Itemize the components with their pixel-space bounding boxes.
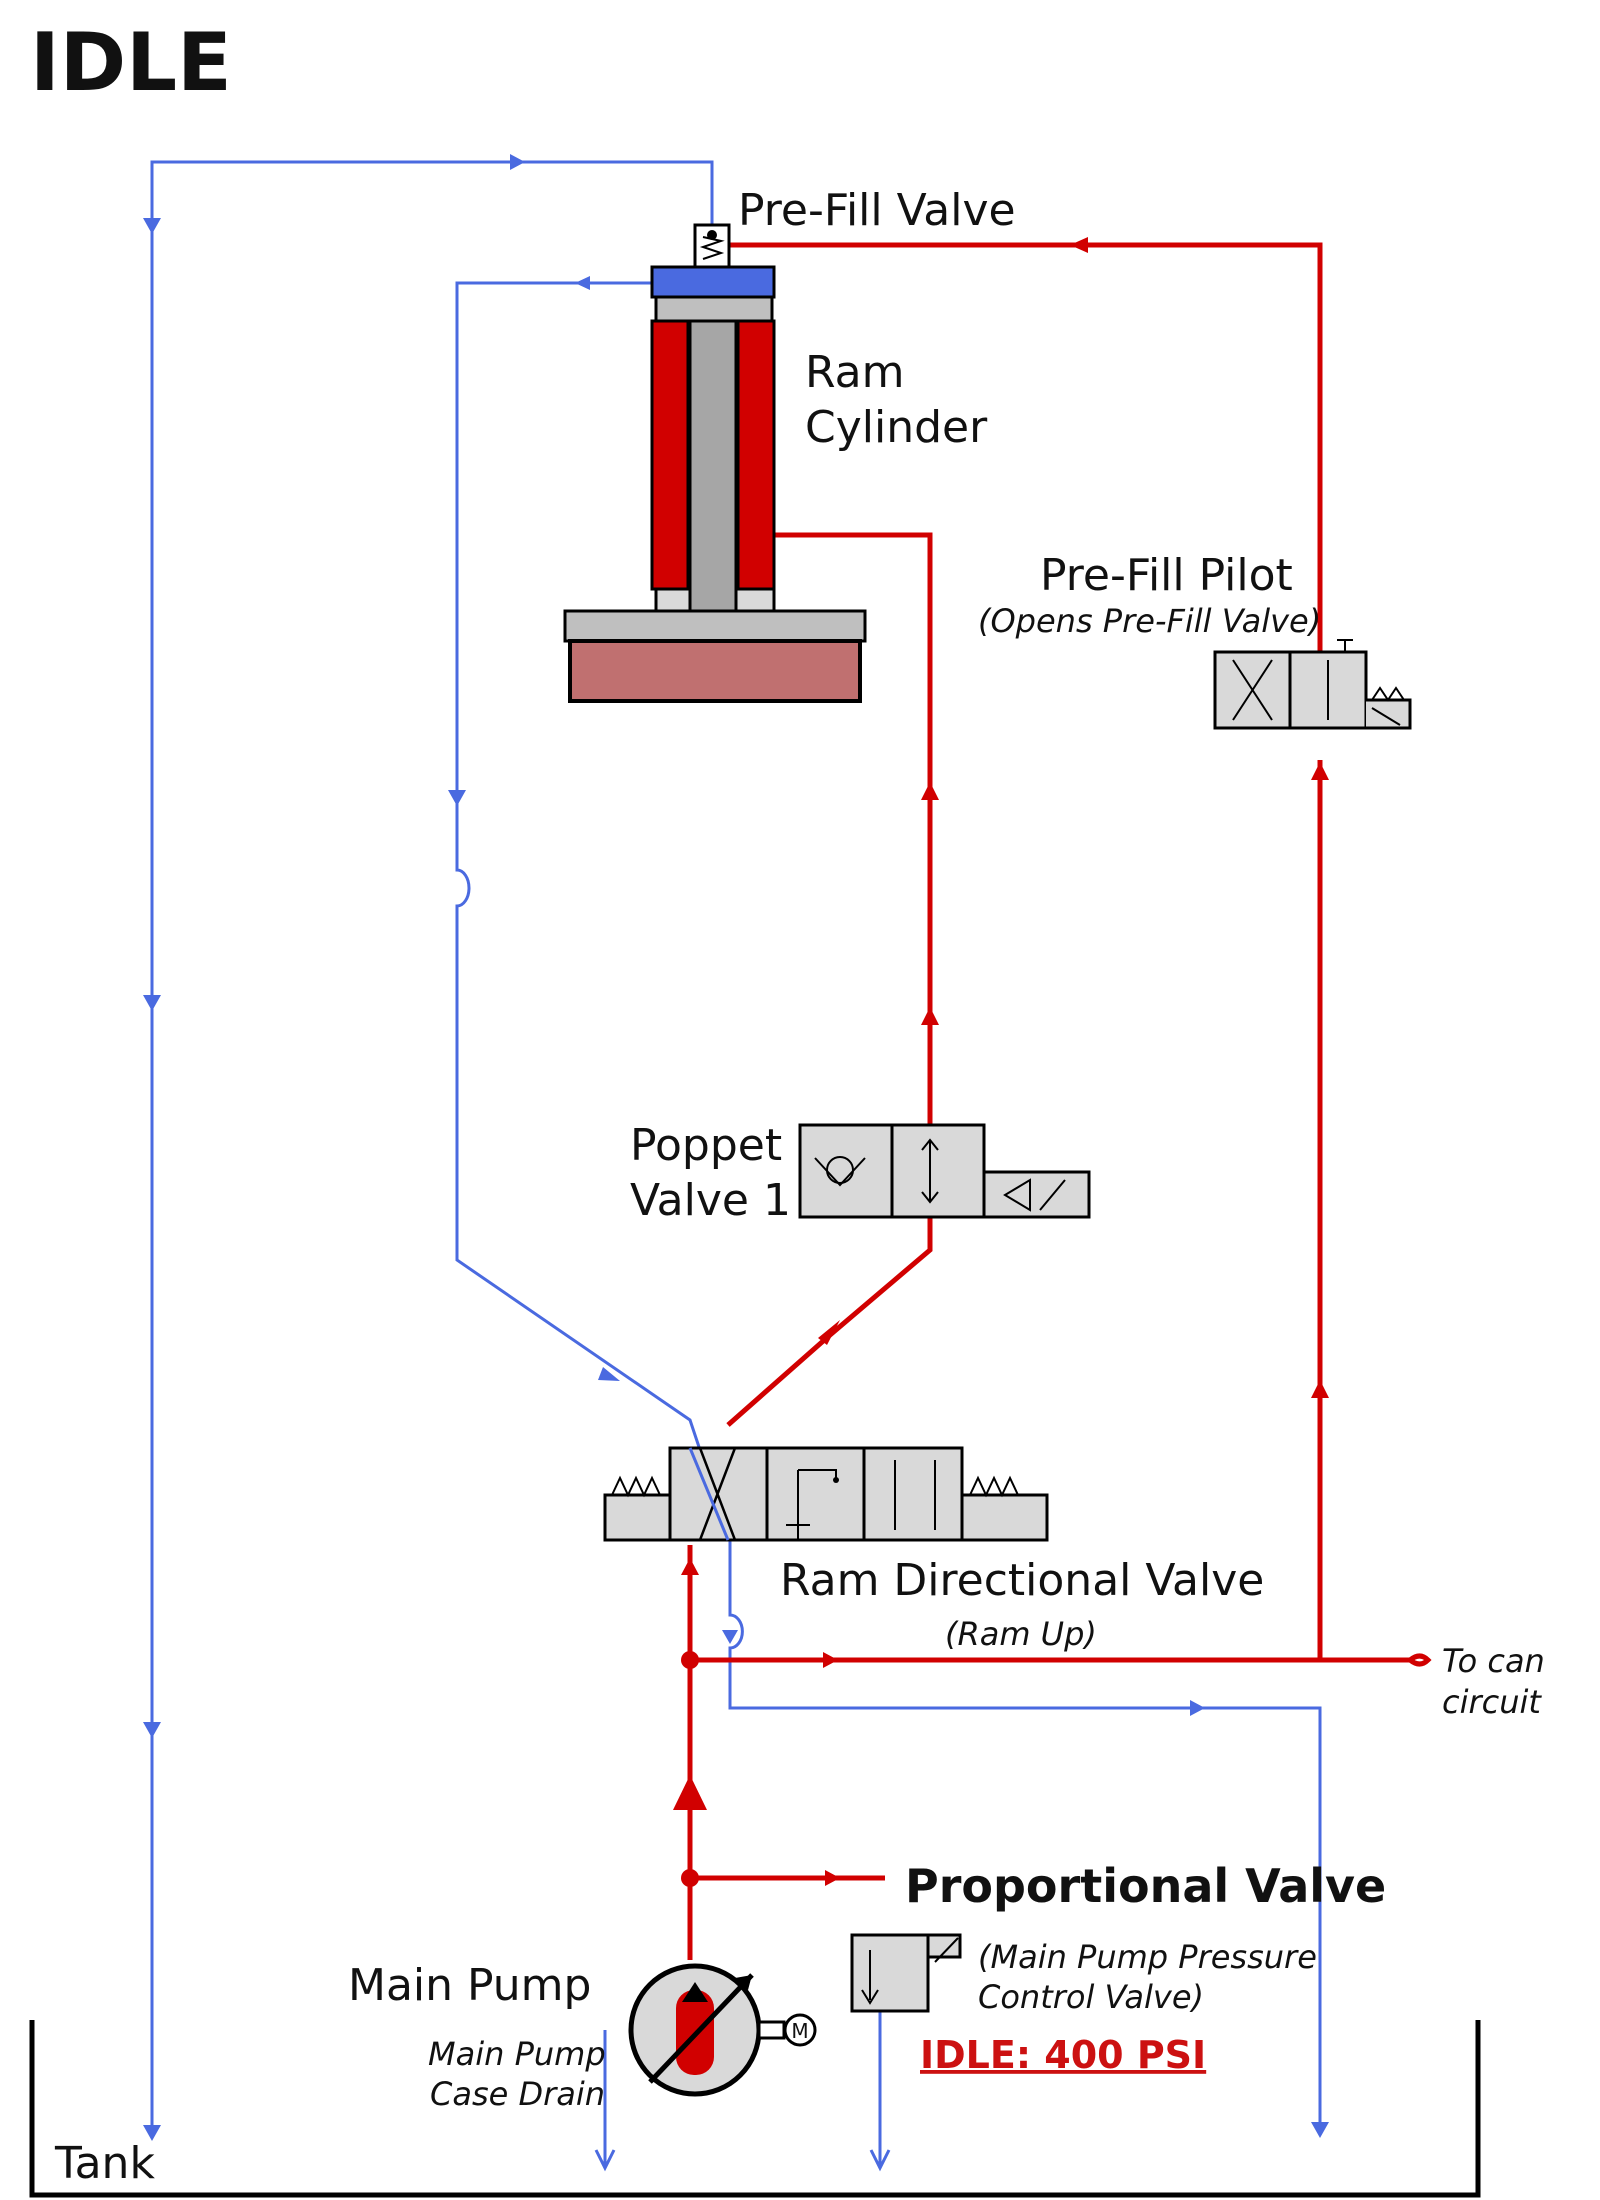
main-pump[interactable]	[628, 1963, 786, 2097]
ram-platen	[568, 639, 862, 703]
pressure-lines	[673, 237, 1432, 1960]
pre-fill-pilot-valve[interactable]	[1213, 639, 1412, 730]
ram-cylinder-label-1: Ram	[805, 347, 904, 398]
proportional-valve-note-1: (Main Pump Pressure	[978, 1938, 1317, 1976]
poppet-valve-label-2: Valve 1	[630, 1175, 791, 1226]
proportional-valve[interactable]	[850, 1933, 962, 2013]
poppet-valve-1[interactable]	[798, 1123, 1091, 1219]
proportional-valve-label: Proportional Valve	[905, 1859, 1386, 1913]
ram-cylinder	[563, 265, 867, 703]
case-drain-label-1: Main Pump	[428, 2035, 606, 2073]
tank-outline	[29, 2020, 1481, 2198]
ram-cylinder-label-2: Cylinder	[805, 402, 988, 453]
ram-directional-valve-label: Ram Directional Valve	[780, 1555, 1264, 1606]
tank-label: Tank	[54, 2138, 155, 2189]
pre-fill-pilot-note: (Opens Pre-Fill Valve)	[978, 602, 1321, 640]
proportional-valve-note-2: Control Valve)	[978, 1978, 1204, 2016]
tank-return-lines	[143, 154, 1329, 2172]
ram-directional-valve[interactable]	[603, 1446, 1049, 1542]
page-title: IDLE	[30, 16, 232, 109]
motor-symbol: M	[791, 2019, 808, 2043]
case-drain-label-2: Case Drain	[430, 2075, 605, 2113]
to-can-circuit-label-1: To can	[1442, 1642, 1545, 1680]
pump-motor: M	[783, 2013, 817, 2047]
main-pump-label: Main Pump	[348, 1960, 591, 2011]
pre-fill-pilot-label: Pre-Fill Pilot	[1040, 550, 1293, 601]
pre-fill-valve[interactable]	[693, 223, 731, 269]
pre-fill-valve-label: Pre-Fill Valve	[738, 185, 1016, 236]
idle-pressure-label: IDLE: 400 PSI	[920, 2033, 1206, 2077]
ram-directional-valve-note: (Ram Up)	[945, 1615, 1097, 1653]
poppet-valve-label-1: Poppet	[630, 1120, 782, 1171]
to-can-circuit-label-2: circuit	[1442, 1683, 1542, 1721]
